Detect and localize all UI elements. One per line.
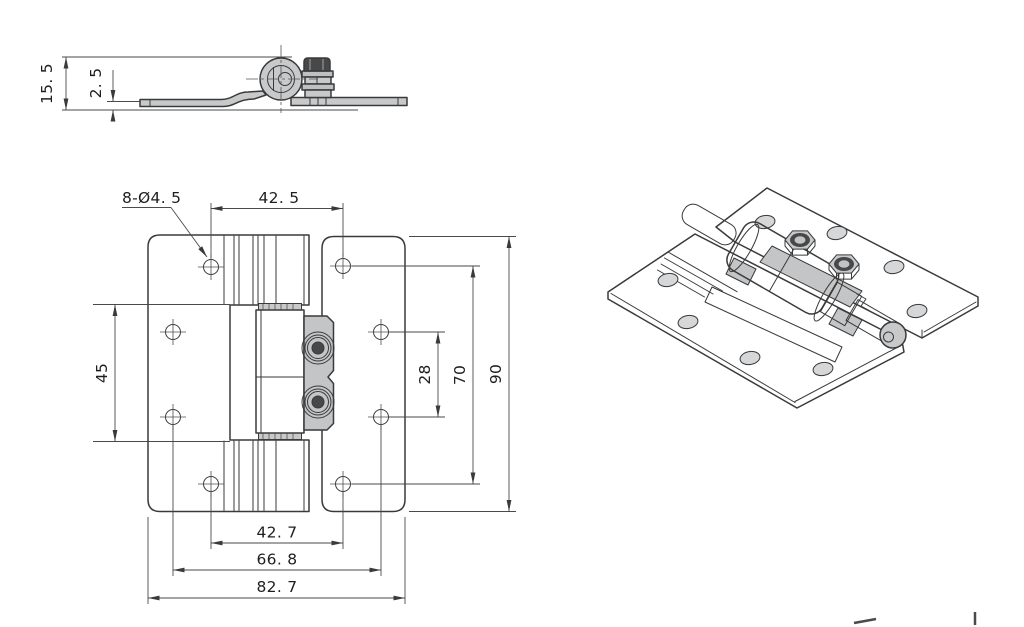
- iso-pin-upper: [681, 203, 737, 246]
- front-nut-upper: [301, 331, 335, 365]
- dimension-outer-hole-span: 70: [352, 265, 480, 485]
- front-clamp-plate: [301, 315, 335, 431]
- iso-nut-left: [784, 230, 816, 256]
- side-view-centerlines: [246, 45, 318, 113]
- iso-slot-cutout: [704, 286, 843, 363]
- side-view-nut-stack: [301, 57, 335, 99]
- iso-nut-right: [828, 254, 860, 280]
- dim-text-plate-height: 90: [487, 364, 505, 384]
- side-view-left-plate: [139, 90, 267, 108]
- side-view-nut-cap: [303, 57, 331, 72]
- front-left-plate-ribs: [223, 235, 305, 511]
- dimension-bottom-span-outer: 82. 7: [147, 517, 406, 604]
- side-view: 15. 5 2. 5: [38, 45, 408, 122]
- iso-upper-plate-holes: [754, 214, 928, 319]
- hole: [160, 404, 186, 430]
- hole: [160, 319, 186, 345]
- dimension-holes-callout: 8-Ø4. 5: [122, 189, 208, 258]
- dimension-bottom-span-mid: 66. 8: [172, 425, 382, 576]
- iso-sleeve: [820, 281, 863, 327]
- iso-clamp-bracket-left: [725, 257, 757, 286]
- hole: [198, 471, 224, 497]
- dimension-bottom-span-inner: 42. 7: [210, 492, 344, 549]
- dimension-top-hole-span: 42. 5: [210, 189, 344, 258]
- dim-text-outer-hole-span: 70: [451, 365, 469, 385]
- side-view-right-plate: [290, 96, 408, 107]
- dim-text-cutout-height: 45: [93, 363, 111, 383]
- dim-text-bottom-span-inner: 42. 7: [257, 524, 298, 542]
- isometric-view: [607, 187, 979, 409]
- dimension-side-plate-offset: 2. 5: [87, 68, 116, 122]
- dimension-side-total-height: 15. 5: [38, 57, 69, 110]
- dim-text-bottom-span-mid: 66. 8: [257, 551, 298, 569]
- dimension-plate-height: 90: [409, 236, 516, 512]
- dim-text-top-hole-span: 42. 5: [259, 189, 300, 207]
- dim-text-bottom-span-outer: 82. 7: [257, 578, 298, 596]
- border-artifacts: [853, 612, 977, 625]
- iso-lower-plate-holes: [657, 272, 834, 377]
- iso-collar-left: [728, 223, 760, 273]
- dimension-mid-hole-spacing: 28: [389, 331, 445, 418]
- dim-text-holes-callout: 8-Ø4. 5: [122, 189, 181, 207]
- front-view: 8-Ø4. 5 42. 5 45 28: [93, 189, 516, 604]
- dim-text-side-plate-offset: 2. 5: [87, 68, 105, 99]
- hole: [198, 254, 224, 280]
- dimension-cutout-height: 45: [93, 304, 230, 442]
- front-nut-lower: [301, 385, 335, 419]
- dim-text-side-total-height: 15. 5: [38, 63, 56, 104]
- hole: [368, 319, 394, 345]
- dim-text-mid-hole-spacing: 28: [416, 364, 434, 384]
- iso-upper-plate: [715, 187, 979, 339]
- hole: [330, 253, 356, 279]
- front-right-plate: [321, 235, 406, 513]
- iso-lower-plate: [607, 233, 905, 409]
- front-mounting-holes: [160, 253, 394, 497]
